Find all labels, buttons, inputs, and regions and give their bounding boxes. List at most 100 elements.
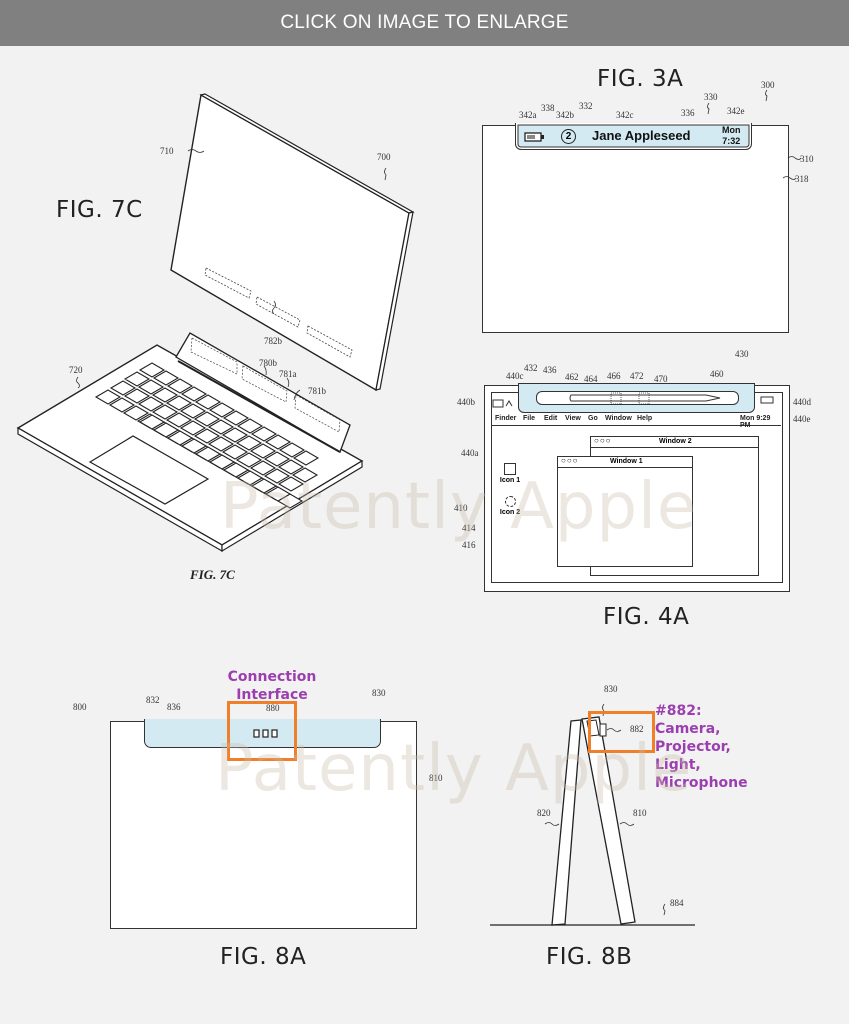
ref-462: 462 [565, 372, 579, 382]
icon-2-label: Icon 2 [499, 509, 521, 516]
ref-318: 318 [795, 174, 809, 184]
ref-464: 464 [584, 374, 598, 384]
ref-432: 432 [524, 363, 538, 373]
ref-470: 470 [654, 374, 668, 384]
stylus-icon [569, 392, 721, 405]
ref-310: 310 [800, 154, 814, 164]
menu-help[interactable]: Help [637, 415, 653, 422]
sensor-annotation: #882: Camera, Projector, Light, Micropho… [655, 702, 748, 792]
ref-300: 300 [761, 80, 775, 90]
square-icon [504, 463, 516, 475]
annotation-line-1: #882: [655, 703, 702, 719]
window-1-title: Window 1 [610, 458, 643, 465]
connection-interface-annotation: Connection Interface [222, 668, 322, 704]
ref-700: 700 [377, 152, 391, 162]
window-1-controls[interactable]: ○○○ [561, 456, 579, 465]
ref-832: 832 [146, 695, 160, 705]
fig-3a-title: FIG. 3A [597, 66, 684, 92]
fig-8b-title: FIG. 8B [546, 944, 633, 970]
ref-836: 836 [167, 702, 181, 712]
ref-884: 884 [670, 898, 684, 908]
menu-window[interactable]: Window [605, 415, 632, 422]
sensor-highlight-box [588, 711, 655, 753]
status-bar: 2 Jane Appleseed Mon 7:32 [515, 123, 752, 150]
ref-830: 830 [372, 688, 386, 698]
ref-332: 332 [579, 101, 593, 111]
ref-440d: 440d [793, 397, 811, 407]
ref-410: 410 [454, 503, 468, 513]
ref-880: 880 [266, 703, 280, 713]
ref-430: 430 [735, 349, 749, 359]
icon-1-label: Icon 1 [499, 477, 521, 484]
fig-7c-caption: FIG. 7C [190, 567, 235, 582]
ref-720: 720 [69, 365, 83, 375]
menu-file[interactable]: File [523, 415, 536, 422]
window-2-title: Window 2 [659, 438, 692, 445]
ref-330: 330 [704, 92, 718, 102]
fig-7c-drawing [16, 93, 415, 553]
ref-336: 336 [681, 108, 695, 118]
desktop-icon-2[interactable]: Icon 2 [498, 496, 522, 516]
ref-440c: 440c [506, 371, 524, 381]
screen-mirror-icon [492, 399, 513, 408]
fig-3a-display [482, 125, 789, 333]
enlarge-banner[interactable]: CLICK ON IMAGE TO ENLARGE [0, 0, 849, 46]
annotation-line-3: Projector, [655, 739, 731, 755]
menu-edit[interactable]: Edit [544, 415, 558, 422]
ref-440e: 440e [793, 414, 811, 424]
menu-go[interactable]: Go [588, 415, 598, 422]
ref-882: 882 [630, 724, 644, 734]
ref-342c: 342c [616, 110, 634, 120]
ref-781a: 781a [279, 369, 297, 379]
circle-icon [504, 496, 516, 507]
ref-810: 810 [633, 808, 647, 818]
ref-338: 338 [541, 103, 555, 113]
ref-466: 466 [607, 371, 621, 381]
window-1-titlebar[interactable]: ○○○ Window 1 [558, 456, 692, 468]
window-2-titlebar[interactable]: ○○○ Window 2 [591, 436, 758, 448]
status-clock: Mon 7:32 [722, 125, 741, 147]
ref-342a: 342a [519, 110, 537, 120]
ref-440a: 440a [461, 448, 479, 458]
ref-710: 710 [160, 146, 174, 156]
window-1[interactable]: ○○○ Window 1 [557, 456, 693, 567]
ref-460: 460 [710, 369, 724, 379]
desktop-icon-1[interactable]: Icon 1 [498, 463, 522, 484]
annotation-line-2: Camera, [655, 721, 721, 737]
window-2-controls[interactable]: ○○○ [594, 436, 612, 445]
status-day: Mon [722, 125, 741, 135]
ref-800: 800 [73, 702, 87, 712]
user-name: Jane Appleseed [592, 128, 691, 143]
ref-342e: 342e [727, 106, 745, 116]
annotation-line-4: Light, [655, 757, 701, 773]
status-time: 7:32 [722, 136, 741, 146]
ref-782b: 782b [264, 336, 282, 346]
annotation-line-5: Microphone [655, 775, 748, 791]
ref-342b: 342b [556, 110, 574, 120]
fig-8a-display [110, 721, 417, 929]
menu-view[interactable]: View [565, 415, 581, 422]
battery-icon [760, 396, 774, 404]
ref-472: 472 [630, 371, 644, 381]
ref-436: 436 [543, 365, 557, 375]
battery-icon [524, 132, 544, 142]
fig-8a-title: FIG. 8A [220, 944, 307, 970]
fig-8b-drawing [490, 703, 695, 926]
ref-810: 810 [429, 773, 443, 783]
connection-highlight-box [227, 701, 297, 761]
ref-416: 416 [462, 540, 476, 550]
connector-bar [144, 719, 381, 748]
ref-830: 830 [604, 684, 618, 694]
connector-pins-icon [253, 729, 278, 738]
menu-bar: Finder File Edit View Go Window Help Mon… [492, 413, 781, 429]
menu-finder[interactable]: Finder [495, 415, 517, 422]
ref-440b: 440b [457, 397, 475, 407]
ref-414: 414 [462, 523, 476, 533]
fig-4a-title: FIG. 4A [603, 604, 690, 630]
annotation-line-1: Connection [227, 669, 317, 685]
menu-clock: Mon 9:29 PM [740, 415, 771, 429]
annotation-line-2: Interface [236, 687, 308, 703]
notification-badge: 2 [561, 129, 576, 144]
ref-781b: 781b [308, 386, 326, 396]
